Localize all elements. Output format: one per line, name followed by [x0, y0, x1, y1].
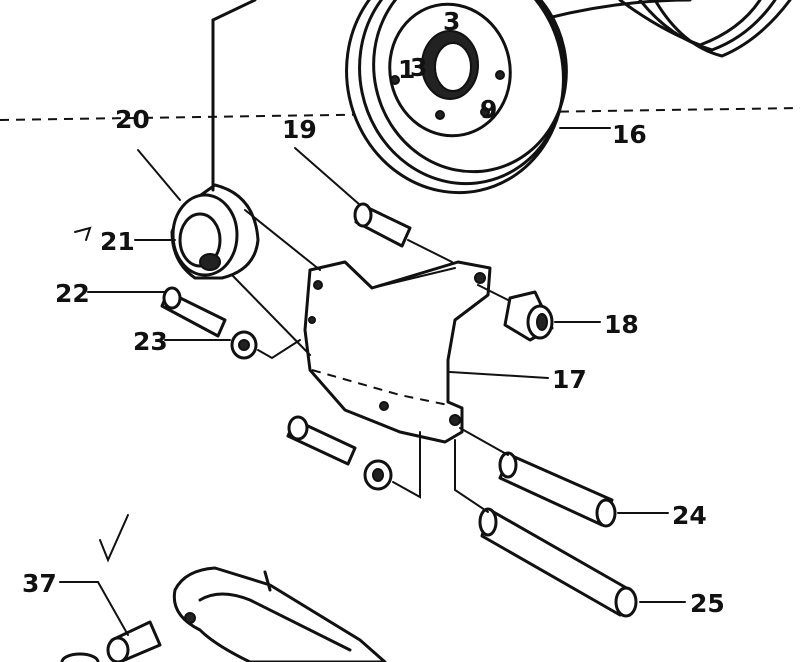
pointer-21	[74, 226, 92, 241]
idler-link	[244, 209, 321, 271]
callout-22: 22	[55, 279, 90, 308]
pulley-mark: 3	[443, 7, 460, 36]
shaft-25	[478, 507, 638, 618]
pulley-mark: 9	[480, 95, 497, 124]
nut	[230, 330, 258, 360]
leader-19	[294, 147, 361, 206]
spacer	[503, 290, 554, 342]
pin	[353, 202, 412, 248]
leader-20	[137, 149, 181, 201]
callout-17: 17	[552, 365, 587, 394]
leader-19	[407, 239, 453, 263]
check-mark	[99, 514, 129, 563]
callout-20: 20	[115, 105, 150, 134]
idler-pulley	[170, 183, 260, 280]
pulley-mark: 3	[410, 53, 427, 82]
lower-assembly	[172, 566, 387, 662]
leader-24	[459, 427, 509, 456]
leader-lower	[392, 431, 421, 499]
lower-fragment	[60, 652, 100, 662]
idler-link	[231, 274, 311, 356]
pulley: 3 1 3 9	[345, 0, 568, 195]
drive-belt	[546, 0, 792, 58]
bracket	[303, 260, 492, 444]
leader-18	[477, 284, 509, 301]
callout-37: 37	[22, 569, 57, 598]
callout-16: 16	[612, 120, 647, 149]
leader-37	[97, 581, 129, 636]
leader-17	[449, 371, 549, 379]
leader-25	[454, 439, 489, 513]
leader-top	[211, 0, 257, 22]
sleeve-37	[106, 620, 162, 662]
leader-23	[257, 339, 301, 360]
lower-nut	[363, 459, 393, 491]
callout-23: 23	[133, 327, 168, 356]
callout-19: 19	[282, 115, 317, 144]
callout-25: 25	[690, 589, 725, 618]
callout-21: 21	[100, 227, 135, 256]
callout-24: 24	[672, 501, 707, 530]
lower-bolt	[286, 415, 357, 466]
bolt	[160, 286, 227, 338]
shaft-24	[498, 451, 617, 528]
pulley-mark: 1	[398, 55, 415, 84]
callout-18: 18	[604, 310, 639, 339]
